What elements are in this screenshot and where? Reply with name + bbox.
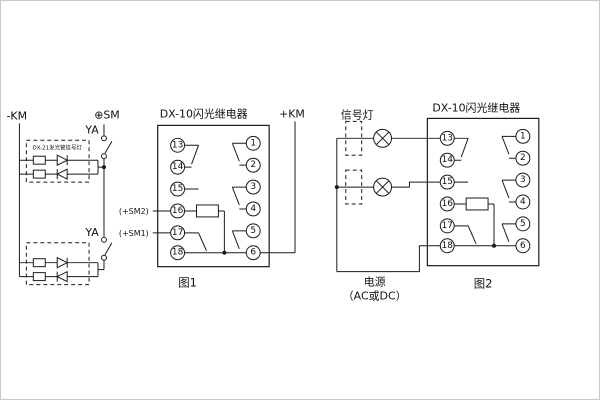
fig1-left-terminals: 13 14 15 16 17 18	[170, 137, 186, 261]
power-type-label: （AC或DC）	[343, 290, 407, 303]
terminal: 4	[515, 194, 531, 210]
terminal-number: 17	[172, 228, 183, 238]
km-plus-label: +KM	[279, 107, 305, 120]
terminal: 16	[439, 196, 455, 212]
ya-switch-pivot	[100, 236, 107, 243]
ya-switch-pivot	[100, 135, 107, 142]
ya-switch-pivot	[100, 153, 107, 160]
figure-2-caption: 图2	[474, 277, 493, 291]
sm2-label: (+SM2)	[119, 207, 149, 216]
led-box-label: DX-21发光管信号灯	[33, 143, 83, 151]
terminal: 18	[170, 245, 186, 261]
resistor	[32, 169, 46, 179]
terminal: 18	[439, 238, 455, 254]
fig2-left-terminals: 13 14 15 16 17 18	[439, 130, 455, 254]
resistor	[465, 197, 489, 211]
terminal-number: 13	[442, 133, 453, 143]
terminal-number: 13	[172, 140, 183, 150]
terminal: 2	[245, 157, 261, 173]
dropping-resistor-box	[345, 120, 363, 156]
junction-dot	[222, 250, 227, 255]
resistor	[32, 272, 46, 282]
figure-1: 13 14 15 16 17 18 1 2 3 4 5 6 -KM ⊕SM YA…	[6, 106, 304, 289]
terminal: 15	[439, 174, 455, 190]
fig1-right-terminals: 1 2 3 4 5 6	[245, 135, 261, 261]
terminal-number: 4	[250, 204, 256, 214]
terminal: 16	[170, 203, 186, 219]
terminal-number: 2	[250, 160, 256, 170]
terminal-number: 4	[520, 197, 526, 207]
relay-box	[157, 124, 270, 268]
sm1-label: (+SM1)	[119, 229, 149, 238]
terminal-number: 3	[250, 182, 256, 192]
terminal: 6	[245, 245, 261, 261]
terminal: 6	[515, 238, 531, 254]
terminal: 5	[245, 223, 261, 239]
led-diode-symbol	[56, 154, 69, 166]
junction-dot	[492, 243, 497, 248]
terminal: 4	[245, 201, 261, 217]
fig1-wiring	[18, 121, 296, 282]
signal-lamp-icon	[373, 177, 393, 197]
terminal: 14	[439, 152, 455, 168]
terminal-number: 6	[520, 241, 526, 251]
terminal-number: 3	[520, 175, 526, 185]
terminal-number: 14	[172, 162, 184, 172]
terminal: 17	[439, 218, 455, 234]
terminal: 17	[170, 225, 186, 241]
signal-lamp-icon	[373, 128, 393, 148]
led-diode-symbol	[56, 270, 68, 283]
fig1-relay-title: DX-10闪光继电器	[160, 106, 248, 120]
fig2-right-terminals: 1 2 3 4 5 6	[515, 128, 531, 254]
terminal-number: 5	[250, 226, 256, 236]
dropping-resistor-box	[345, 169, 363, 205]
led-unit-box-1	[25, 139, 90, 183]
led-diode-symbol	[56, 168, 68, 180]
terminal: 13	[439, 130, 455, 146]
terminal-number: 15	[442, 177, 453, 187]
terminal-number: 16	[442, 199, 454, 209]
sm-plus-label: ⊕SM	[94, 108, 120, 121]
terminal: 15	[170, 181, 186, 197]
resistor	[196, 204, 219, 218]
junction-dot	[334, 185, 339, 190]
ya-switch-pivot	[100, 254, 107, 261]
terminal-number: 14	[442, 155, 454, 165]
terminal: 13	[170, 137, 186, 153]
terminal: 5	[515, 216, 531, 232]
km-minus-label: -KM	[6, 109, 27, 122]
junction-dot	[101, 165, 106, 170]
terminal-number: 18	[172, 248, 184, 258]
terminal-number: 6	[250, 248, 256, 258]
ya-top-label: YA	[84, 123, 99, 136]
led-unit-box-2	[25, 242, 90, 286]
terminal: 1	[245, 135, 261, 151]
terminal-number: 1	[520, 131, 526, 141]
terminal-number: 18	[442, 241, 454, 251]
relay-box	[426, 117, 540, 267]
terminal-number: 1	[250, 138, 256, 148]
terminal: 2	[515, 150, 531, 166]
power-label: 电源	[364, 275, 386, 289]
terminal: 3	[245, 179, 261, 195]
terminal: 3	[515, 172, 531, 188]
figure-2: 13 14 15 16 17 18 1 2 3 4 5 6 信号灯 DX-10闪…	[334, 100, 540, 303]
figure-1-caption: 图1	[178, 276, 197, 290]
terminal-number: 15	[172, 184, 183, 194]
terminal-number: 5	[520, 219, 526, 229]
terminal-number: 17	[442, 221, 453, 231]
resistor	[32, 258, 46, 268]
fig2-wiring	[336, 135, 516, 273]
led-diode-symbol	[56, 256, 69, 269]
terminal-number: 16	[172, 206, 184, 216]
terminal: 14	[170, 159, 186, 175]
signal-lamp-label: 信号灯	[341, 108, 374, 121]
terminal: 1	[515, 128, 531, 144]
ya-bottom-label: YA	[84, 226, 99, 239]
resistor	[32, 155, 46, 165]
fig2-relay-title: DX-10闪光继电器	[432, 100, 520, 114]
terminal-number: 2	[520, 153, 526, 163]
